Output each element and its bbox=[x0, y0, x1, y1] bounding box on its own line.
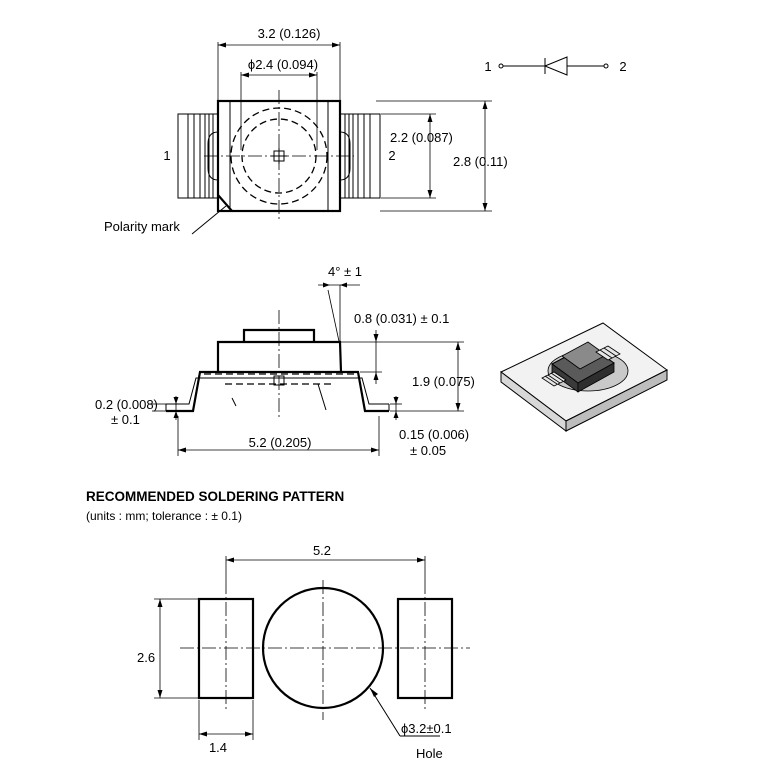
solder-dim-pad-width: 1.4 bbox=[209, 740, 227, 755]
diode-symbol: 1 2 bbox=[484, 56, 627, 76]
solder-dim-hole: ϕ3.2±0.1 bbox=[401, 721, 452, 736]
side-dim-top-step: 0.8 (0.031) ± 0.1 bbox=[354, 311, 449, 326]
top-dim-height-inner: 2.2 (0.087) bbox=[390, 130, 453, 145]
side-view: 4° ± 1 0.8 (0.031) ± 0.1 1.9 (0.075) 0.1… bbox=[95, 264, 475, 458]
top-pin-left: 1 bbox=[163, 148, 170, 163]
side-angle: 4° ± 1 bbox=[328, 264, 362, 279]
soldering-title: RECOMMENDED SOLDERING PATTERN bbox=[86, 489, 344, 504]
package-3d-illustration bbox=[500, 322, 668, 433]
soldering-pattern: RECOMMENDED SOLDERING PATTERN (units : m… bbox=[86, 489, 470, 761]
side-dim-standoff-2: ± 0.05 bbox=[410, 443, 446, 458]
side-body bbox=[216, 340, 343, 373]
side-dim-lead-thk-2: ± 0.1 bbox=[111, 412, 140, 427]
top-pin-right: 2 bbox=[388, 148, 395, 163]
solder-hole-label: Hole bbox=[416, 746, 443, 761]
top-left-leads bbox=[177, 113, 219, 199]
solder-dim-span: 5.2 bbox=[313, 543, 331, 558]
top-dim-lens: ϕ2.4 (0.094) bbox=[248, 57, 318, 72]
top-view: 3.2 (0.126) ϕ2.4 (0.094) 1 2 2.2 (0.087)… bbox=[104, 26, 508, 235]
solder-dim-height: 2.6 bbox=[137, 650, 155, 665]
top-dim-width: 3.2 (0.126) bbox=[258, 26, 321, 41]
soldering-subtitle: (units : mm; tolerance : ± 0.1) bbox=[86, 509, 242, 523]
symbol-pin-2: 2 bbox=[619, 59, 626, 74]
side-dim-lead-thk-1: 0.2 (0.008) bbox=[95, 397, 158, 412]
polarity-mark-label: Polarity mark bbox=[104, 219, 180, 234]
side-dim-height: 1.9 (0.075) bbox=[412, 374, 475, 389]
symbol-pin-1: 1 bbox=[484, 59, 491, 74]
side-dim-standoff-1: 0.15 (0.006) bbox=[399, 427, 469, 442]
side-dim-length: 5.2 (0.205) bbox=[249, 435, 312, 450]
top-dim-height-outer: 2.8 (0.11) bbox=[453, 154, 508, 169]
